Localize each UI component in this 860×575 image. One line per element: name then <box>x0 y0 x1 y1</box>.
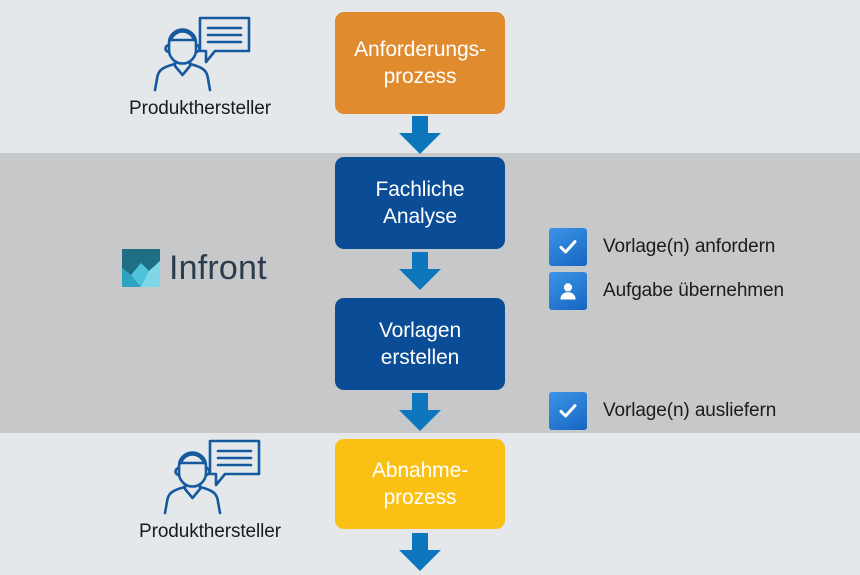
process-box-label: Anforderungs- prozess <box>354 36 486 90</box>
process-box-label-line1: Vorlagen <box>378 319 462 342</box>
process-box-label-line2: prozess <box>383 486 457 509</box>
check-icon <box>549 392 587 430</box>
process-box-label-line1: Abnahme- <box>371 459 469 482</box>
process-box-label-line2: erstellen <box>380 346 460 369</box>
person-speech-bubble-icon <box>145 14 255 92</box>
legend-item-label: Vorlage(n) anfordern <box>603 236 776 257</box>
legend-item-vorlagen-anfordern[interactable]: Vorlage(n) anfordern <box>549 228 775 266</box>
process-box-label: Abnahme- prozess <box>372 457 468 511</box>
legend-item-label: Vorlage(n) ausliefern <box>603 400 777 421</box>
flow-arrow-down-icon <box>399 393 441 431</box>
process-box-label-line1: Fachliche <box>375 178 465 201</box>
process-box-label-line2: prozess <box>383 65 457 88</box>
process-box-label-line2: Analyse <box>382 205 457 228</box>
infront-logo-mark-icon <box>122 249 160 287</box>
actor-produkthersteller-top: Produkthersteller <box>85 14 315 120</box>
legend-item-label: Aufgabe übernehmen <box>603 280 784 301</box>
person-speech-bubble-icon <box>155 437 265 515</box>
legend-item-aufgabe-uebernehmen[interactable]: Aufgabe übernehmen <box>549 272 784 310</box>
flow-arrow-down-icon <box>399 252 441 290</box>
process-box-label: Fachliche Analyse <box>376 176 465 230</box>
flow-arrow-down-icon <box>399 533 441 571</box>
actor-label: Produkthersteller <box>139 521 281 542</box>
actor-label: Produkthersteller <box>129 98 271 119</box>
process-box-abnahmeprozess[interactable]: Abnahme- prozess <box>335 439 505 529</box>
process-box-anforderungsprozess[interactable]: Anforderungs- prozess <box>335 12 505 114</box>
flow-arrow-down-icon <box>399 116 441 154</box>
process-box-label-line1: Anforderungs- <box>354 38 486 61</box>
actor-produkthersteller-bottom: Produkthersteller <box>95 437 325 543</box>
process-box-vorlagen-erstellen[interactable]: Vorlagen erstellen <box>335 298 505 390</box>
check-icon <box>549 228 587 266</box>
person-icon <box>549 272 587 310</box>
infront-logo: Infront <box>122 249 267 287</box>
infront-logo-wordmark: Infront <box>169 249 267 287</box>
process-box-label: Vorlagen erstellen <box>379 317 461 371</box>
process-box-fachliche-analyse[interactable]: Fachliche Analyse <box>335 157 505 249</box>
legend-item-vorlagen-ausliefern[interactable]: Vorlage(n) ausliefern <box>549 392 776 430</box>
